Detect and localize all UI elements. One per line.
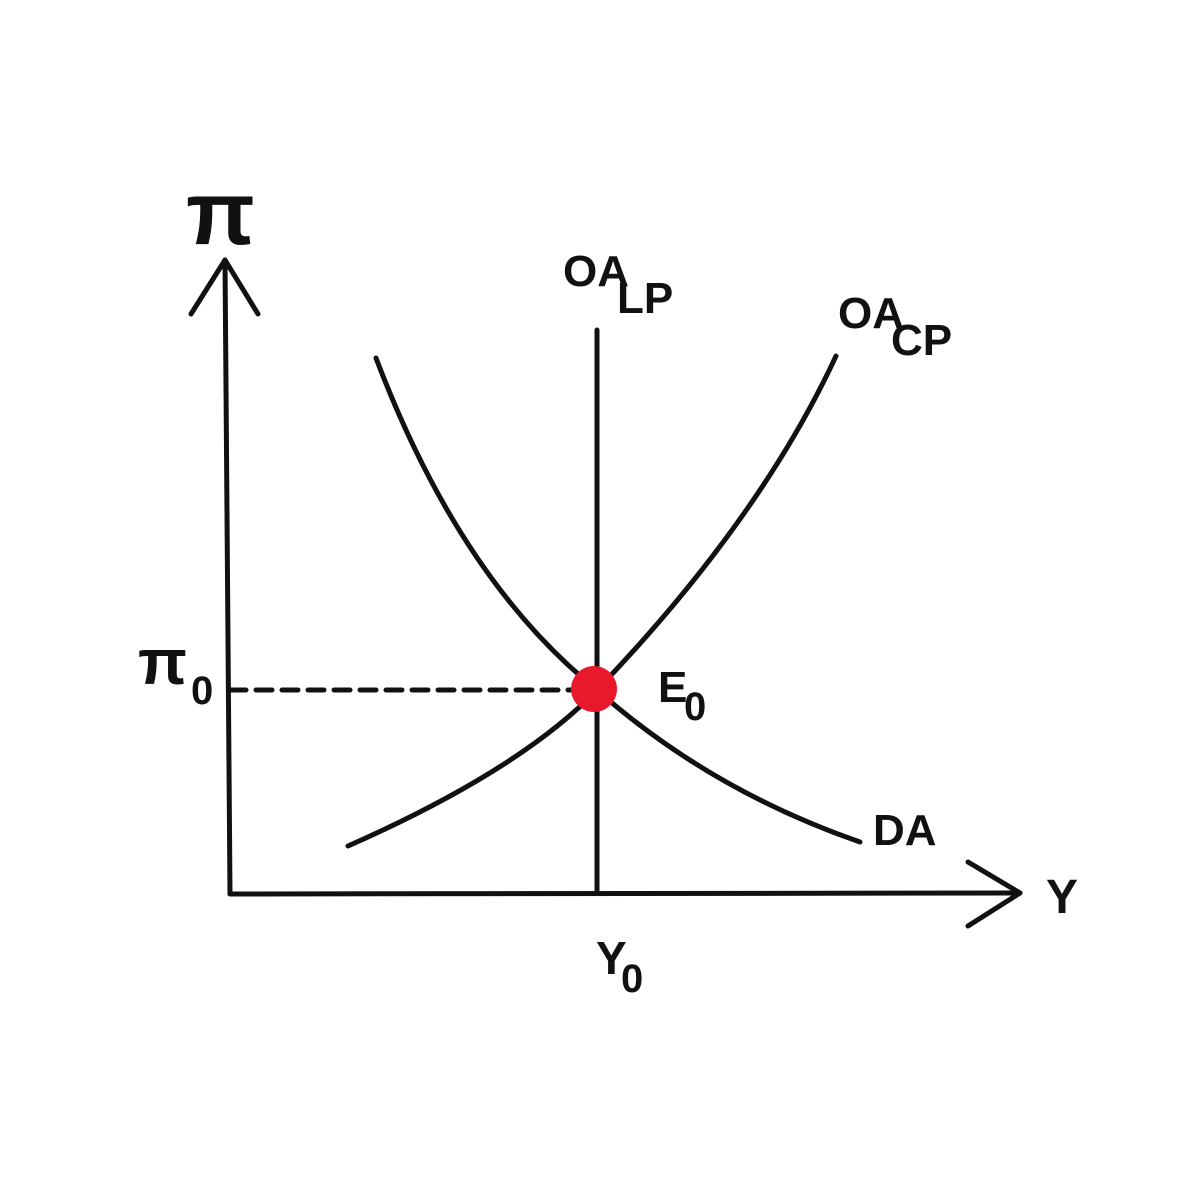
oa-lp-subscript: LP [617,274,673,323]
y-axis-label: π [186,164,255,264]
equilibrium-point [571,666,617,712]
x-axis [227,890,1023,897]
oa-cp-label: OA [838,289,904,338]
equilibrium-subscript: 0 [684,685,706,729]
x-axis-label: Y [1046,871,1078,924]
equilibrium-label: E [658,663,687,712]
y-axis [222,257,233,897]
y0-subscript: 0 [621,957,643,1001]
y0-label: Y [596,932,627,984]
y-axis-arrow [188,257,261,317]
oa-cp-curve [345,353,839,849]
oa-lp-label: OA [563,247,629,296]
da-label: DA [873,806,937,855]
x-axis-arrow [965,859,1023,929]
oa-cp-subscript: CP [891,316,952,365]
pi0-label: π [138,626,187,698]
pi0-subscript: 0 [191,669,213,713]
da-curve [373,355,863,845]
